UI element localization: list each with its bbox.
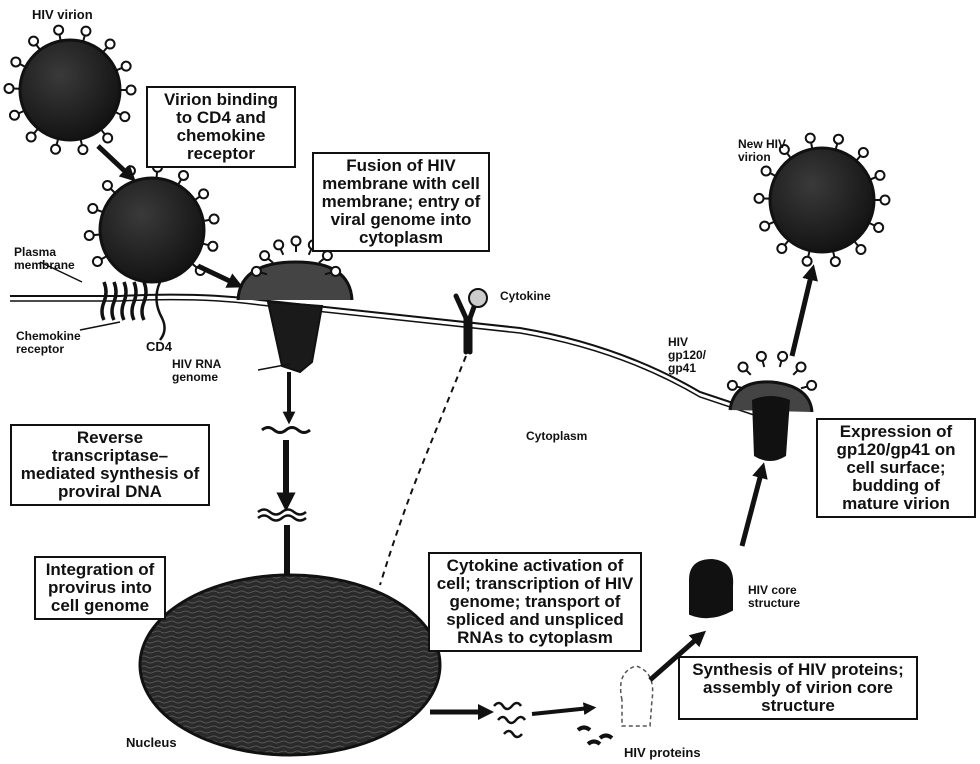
spike-knob xyxy=(274,240,283,249)
expression-box: Expression of gp120/gp41 on cell surface… xyxy=(816,418,976,518)
spike-knob xyxy=(5,84,14,93)
spike-knob xyxy=(10,111,19,120)
spike-knob xyxy=(103,133,112,142)
spike-knob xyxy=(210,215,219,224)
spike-knob xyxy=(179,171,188,180)
hiv-proteins-label: HIV proteins xyxy=(624,746,701,760)
spike-knob xyxy=(252,267,261,276)
spike-knob xyxy=(54,26,63,35)
new-hiv-virion-label: New HIV virion xyxy=(738,138,802,164)
cytoplasm-label: Cytoplasm xyxy=(526,430,587,443)
spike-knob xyxy=(93,257,102,266)
spike-knob xyxy=(875,171,884,180)
spike-knob xyxy=(29,37,38,46)
spike-knob xyxy=(777,244,786,253)
spike-knob xyxy=(807,381,816,390)
spike-knob xyxy=(728,381,737,390)
cd4-label: CD4 xyxy=(146,340,172,354)
spike-knob xyxy=(27,132,36,141)
spike-knob xyxy=(831,257,840,266)
cytokine-activation-box: Cytokine activation of cell; transcripti… xyxy=(428,552,642,652)
fusion-box: Fusion of HIV membrane with cell membran… xyxy=(312,152,490,252)
spike-knob xyxy=(762,167,771,176)
spike-knob xyxy=(739,363,748,372)
budding-virion xyxy=(728,272,816,461)
nucleus-shape xyxy=(140,575,440,755)
spike-knob xyxy=(78,145,87,154)
hiv-gp120-gp41-label: HIV gp120/ gp41 xyxy=(668,336,720,375)
spike-knob xyxy=(859,148,868,157)
integration-box: Integration of provirus into cell genome xyxy=(34,556,166,620)
spike-knob xyxy=(199,189,208,198)
spike-knob xyxy=(881,196,890,205)
spike-knob xyxy=(127,86,136,95)
hiv-virion-label: HIV virion xyxy=(32,8,93,22)
rna-transport xyxy=(430,703,590,737)
hiv-rna-genome-label: HIV RNA genome xyxy=(172,358,248,384)
spike-knob xyxy=(122,62,131,71)
plasma-membrane-label: Plasma membrane xyxy=(14,246,94,272)
spike-knob xyxy=(796,363,805,372)
hiv-core-structure-label: HIV core structure xyxy=(748,584,818,610)
spike-knob xyxy=(834,135,843,144)
cytokine-label: Cytokine xyxy=(500,290,551,303)
spike-knob xyxy=(292,237,301,246)
spike-knob xyxy=(11,57,20,66)
virion-binding-box: Virion binding to CD4 and chemokine rece… xyxy=(146,86,296,168)
spike-knob xyxy=(856,245,865,254)
spike-knob xyxy=(81,27,90,36)
reverse-transcription-path xyxy=(258,372,310,582)
spike-knob xyxy=(778,352,787,361)
binding-virion xyxy=(85,163,219,282)
hiv-virion xyxy=(5,26,136,155)
nucleus-label: Nucleus xyxy=(126,736,177,750)
chemokine-receptor-label: Chemokine receptor xyxy=(16,330,96,356)
cytokine-receptor-shape xyxy=(380,289,487,585)
cd4-shape xyxy=(156,282,164,340)
spike-knob xyxy=(85,231,94,240)
spike-knob xyxy=(760,222,769,231)
spike-knob xyxy=(757,352,766,361)
reverse-transcriptase-box: Reverse transcriptase–mediated synthesis… xyxy=(10,424,210,506)
spike-knob xyxy=(755,194,764,203)
spike-knob xyxy=(88,204,97,213)
spike-knob xyxy=(103,181,112,190)
spike-knob xyxy=(323,251,332,260)
spike-knob xyxy=(260,251,269,260)
synthesis-box: Synthesis of HIV proteins; assembly of v… xyxy=(678,656,918,720)
spike-knob xyxy=(874,223,883,232)
spike-knob xyxy=(106,40,115,49)
spike-knob xyxy=(51,145,60,154)
spike-knob xyxy=(208,242,217,251)
spike-knob xyxy=(120,112,129,121)
spike-knob xyxy=(803,257,812,266)
spike-knob xyxy=(806,134,815,143)
spike-knob xyxy=(331,267,340,276)
